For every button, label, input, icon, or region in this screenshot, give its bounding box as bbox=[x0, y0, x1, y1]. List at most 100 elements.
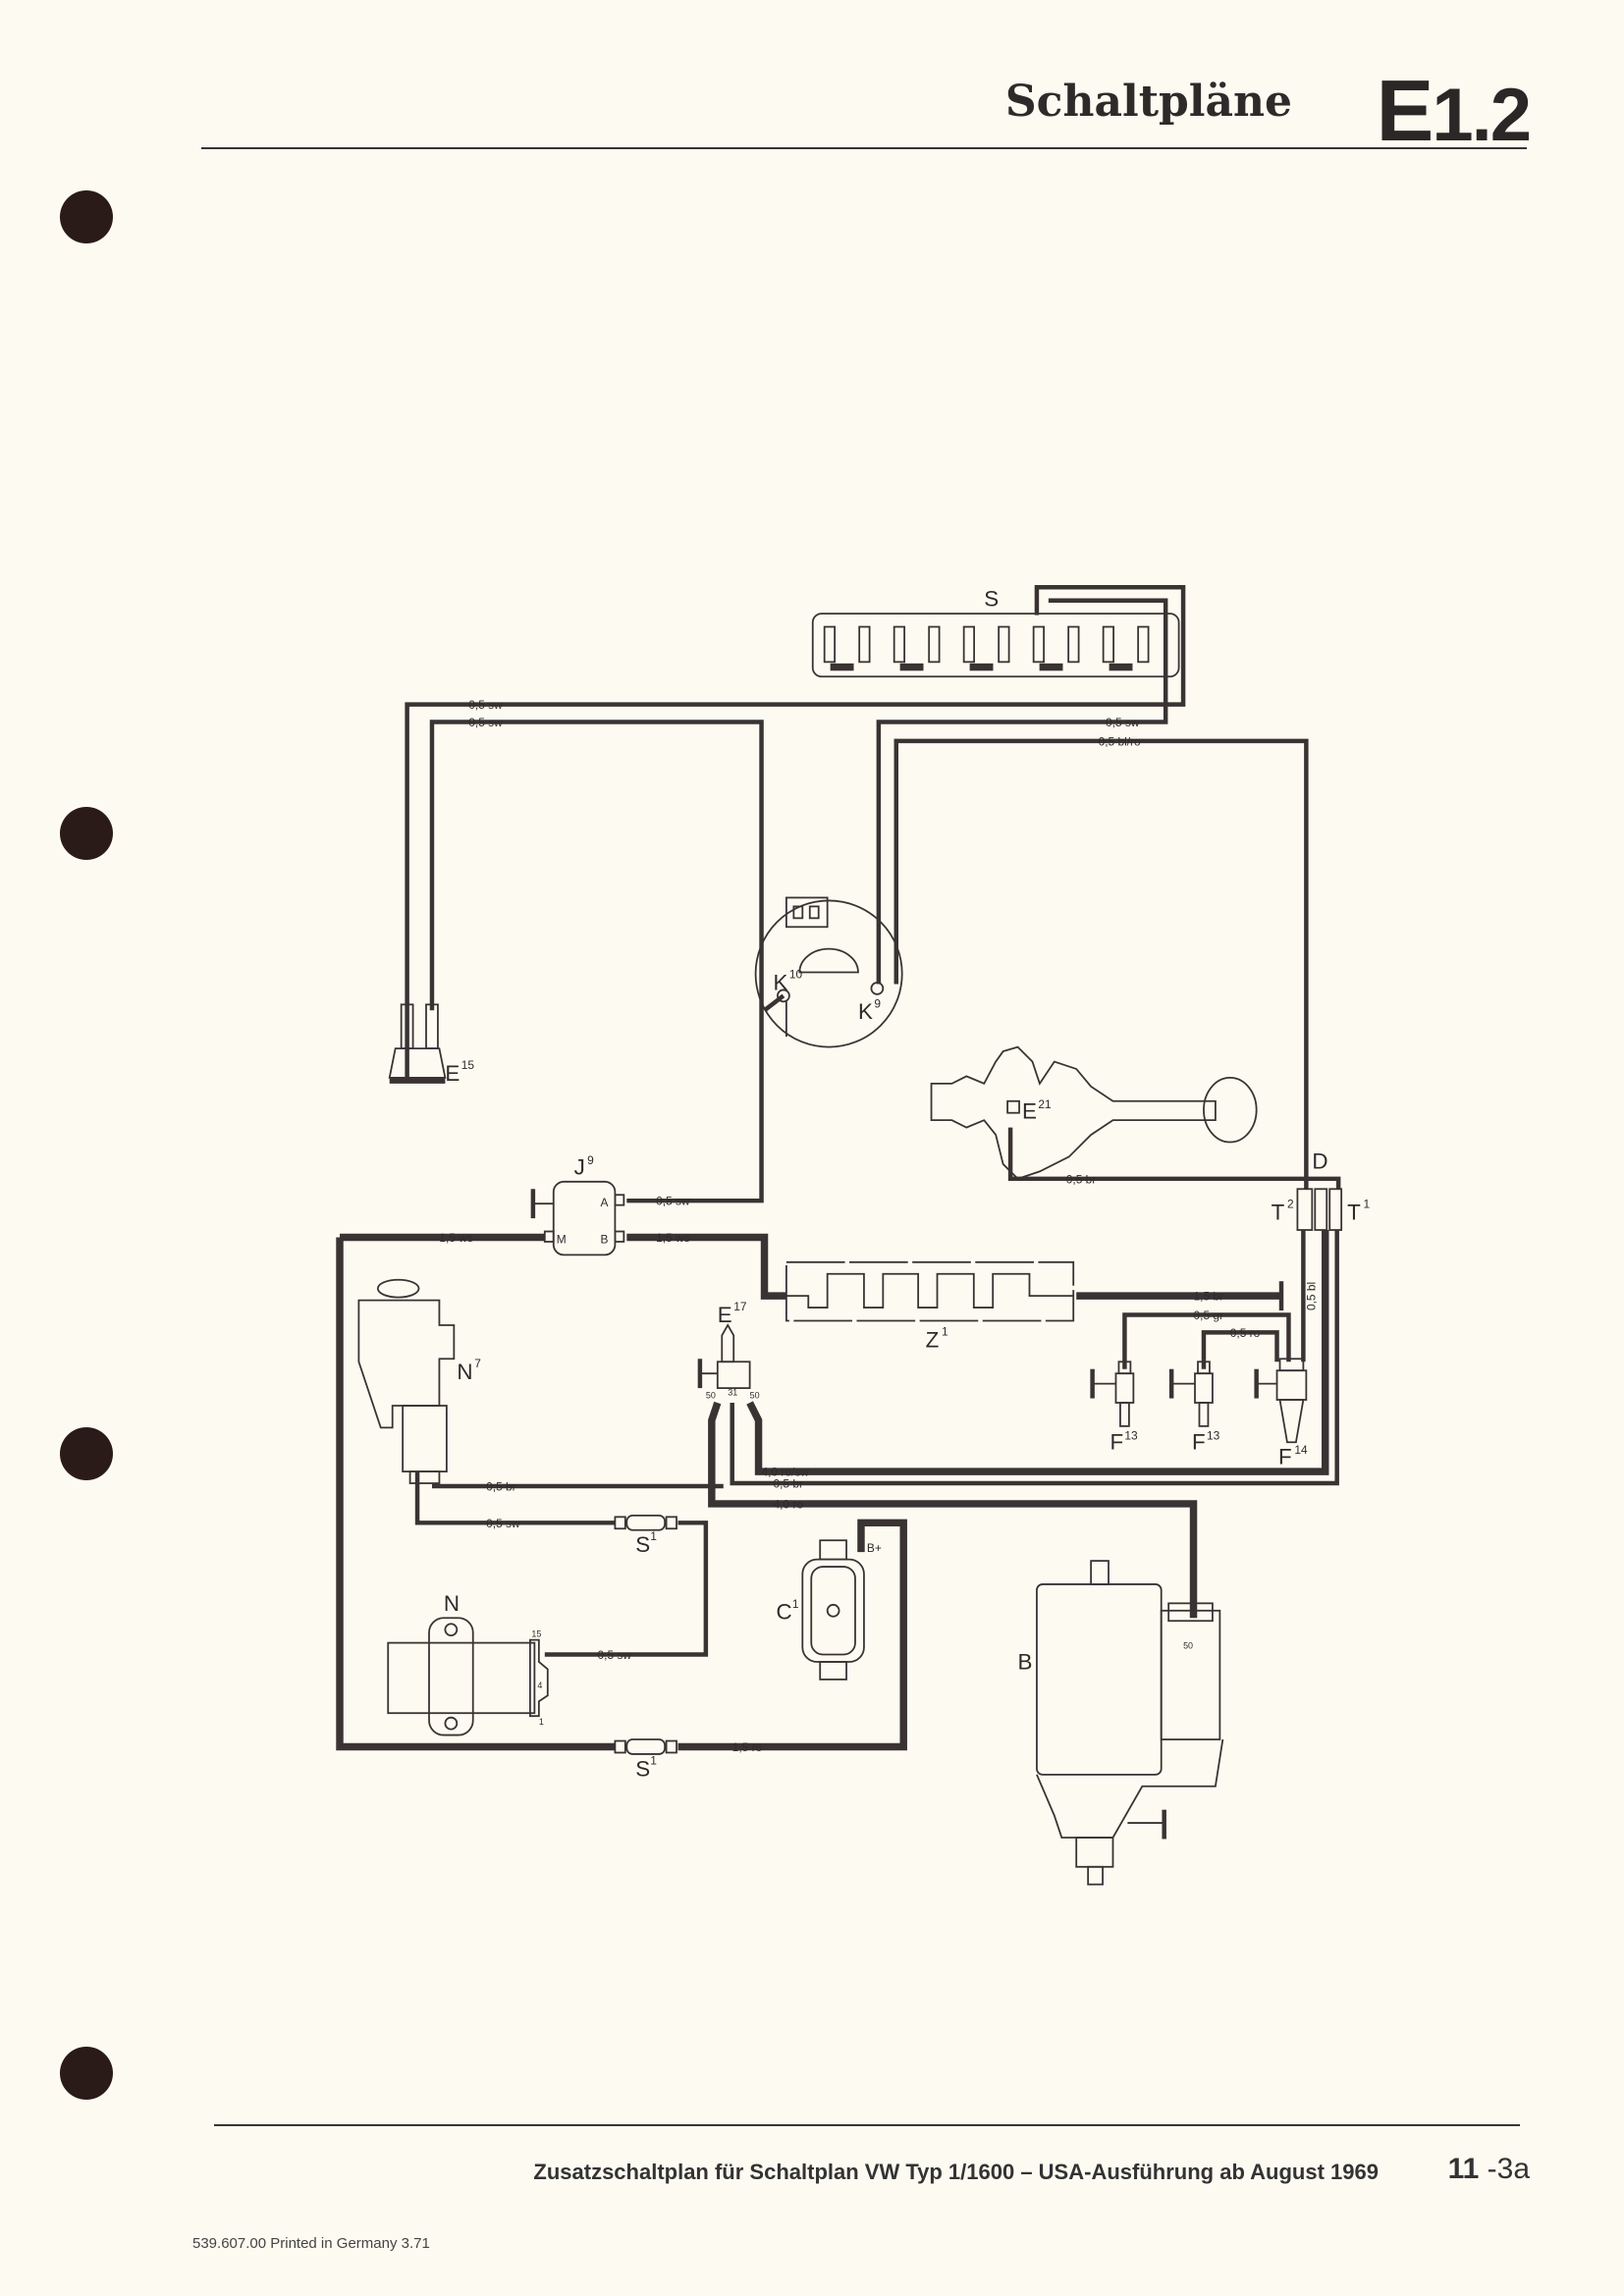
label-sup: 9 bbox=[587, 1153, 594, 1167]
label-n7: N bbox=[457, 1360, 472, 1384]
wire-label: 0,5 sw bbox=[656, 1195, 690, 1208]
fuse bbox=[1102, 625, 1114, 664]
fuse bbox=[1032, 625, 1045, 664]
section-code-letter: E bbox=[1376, 62, 1435, 159]
relay-j9: J 9 A B M bbox=[530, 1153, 625, 1256]
wire-label: 4,0 ro/sw bbox=[762, 1466, 810, 1479]
punch-hole bbox=[60, 1427, 113, 1480]
ignition-coil-n: N 15 4 1 bbox=[387, 1591, 549, 1736]
terminal-b: B bbox=[600, 1232, 608, 1246]
label-sup: 13 bbox=[1124, 1428, 1138, 1442]
label-sup: 21 bbox=[1038, 1097, 1052, 1111]
wire-17 bbox=[414, 1471, 616, 1525]
label-sup: 14 bbox=[1294, 1443, 1308, 1457]
fuse-s1-lower: S 1 bbox=[614, 1738, 677, 1781]
label-j9: J bbox=[574, 1154, 585, 1179]
label-sup: 1 bbox=[1364, 1198, 1371, 1211]
label-n: N bbox=[444, 1591, 460, 1616]
fuse bbox=[1067, 625, 1080, 664]
wire-2 bbox=[429, 720, 764, 1203]
heater-z1: Z 1 bbox=[785, 1260, 1075, 1352]
wire-label: 0,5 sw bbox=[598, 1648, 632, 1662]
starter-b: B 50 bbox=[1018, 1560, 1224, 1886]
switch-e21: E 21 bbox=[930, 1045, 1258, 1180]
wire-label: 4,0 ro bbox=[773, 1497, 803, 1511]
fuse-bridge bbox=[830, 663, 854, 671]
label-t1: T bbox=[1347, 1201, 1361, 1225]
footer-title: Zusatzschaltplan für Schaltplan VW Typ 1… bbox=[533, 2160, 1379, 2184]
switch-e17: E 17 50 31 50 bbox=[697, 1300, 760, 1401]
sender-f14: F 14 bbox=[1254, 1358, 1308, 1469]
wire-14 bbox=[730, 1230, 1339, 1486]
section-code: E1.2 bbox=[1376, 61, 1532, 161]
terminal-4: 4 bbox=[537, 1681, 542, 1690]
terminal-50: 50 bbox=[1183, 1641, 1193, 1651]
wire-3 bbox=[876, 598, 1168, 985]
wire-label: 1,5 ws bbox=[439, 1231, 472, 1245]
label-sup: 1 bbox=[942, 1324, 948, 1338]
terminal-1: 1 bbox=[539, 1717, 544, 1727]
punch-hole bbox=[60, 807, 113, 860]
wire-label: 0,5 ro bbox=[1230, 1326, 1261, 1340]
label-s: S bbox=[984, 587, 999, 612]
wire-label: 0,5 br bbox=[1066, 1172, 1097, 1186]
wire-1 bbox=[405, 585, 1186, 1081]
wire-label: 0,5 gr bbox=[1194, 1308, 1224, 1322]
wire-5 bbox=[1007, 1127, 1341, 1190]
label-e17: E bbox=[718, 1303, 732, 1327]
fuse bbox=[893, 625, 906, 664]
print-note: 539.607.00 Printed in Germany 3.71 bbox=[192, 2235, 430, 2252]
header-rule bbox=[201, 147, 1527, 149]
label-s1: S bbox=[635, 1756, 650, 1781]
section-code-number: 1.2 bbox=[1432, 74, 1532, 157]
page-number-major: 11 bbox=[1447, 2153, 1480, 2185]
wire-4 bbox=[893, 738, 1309, 1190]
fuse-s1-upper: S 1 bbox=[614, 1514, 677, 1557]
wire-label: 1,5 ws bbox=[656, 1231, 689, 1245]
sender-f13-1: F 13 bbox=[1090, 1361, 1138, 1455]
section-title: Schaltpläne bbox=[1004, 77, 1292, 127]
label-s1: S bbox=[635, 1532, 650, 1557]
footer-rule bbox=[214, 2124, 1520, 2126]
terminal-m: M bbox=[557, 1232, 567, 1246]
label-sup: 15 bbox=[461, 1058, 475, 1072]
wire-label: 0,5 sw bbox=[468, 716, 503, 729]
fuse-bridge bbox=[969, 663, 994, 671]
label-sup: 13 bbox=[1207, 1428, 1220, 1442]
regulator-c1: C 1 B+ bbox=[776, 1539, 882, 1681]
wire-label: 1,5 ro bbox=[732, 1740, 763, 1754]
label-sup: 10 bbox=[789, 967, 803, 981]
label-e15: E bbox=[445, 1061, 460, 1086]
fuse-bridge bbox=[1039, 663, 1063, 671]
label-d: D bbox=[1312, 1148, 1327, 1173]
label-k10: K bbox=[773, 970, 787, 994]
terminal-bplus: B+ bbox=[867, 1541, 882, 1555]
label-f13: F bbox=[1192, 1430, 1206, 1455]
label-sup: 2 bbox=[1287, 1198, 1294, 1211]
wire-19 bbox=[677, 1519, 907, 1751]
wire-label: 0,5 bl/ro bbox=[1099, 734, 1141, 748]
label-sup: 1 bbox=[792, 1597, 799, 1611]
fuse bbox=[1137, 625, 1150, 664]
fuse bbox=[823, 625, 837, 664]
wire-label: 0,5 bl bbox=[1304, 1282, 1318, 1310]
wire-10 bbox=[1122, 1312, 1291, 1369]
terminal-50: 50 bbox=[750, 1391, 760, 1401]
wire-label: 0,5 sw bbox=[1106, 716, 1140, 729]
label-sup: 9 bbox=[874, 996, 881, 1010]
fuse bbox=[858, 625, 871, 664]
label-f14: F bbox=[1278, 1445, 1292, 1469]
label-k9: K bbox=[858, 999, 873, 1024]
punch-hole bbox=[60, 190, 113, 243]
terminal-31: 31 bbox=[728, 1388, 737, 1398]
valve-n7: N 7 bbox=[357, 1278, 481, 1484]
terminal-15: 15 bbox=[531, 1629, 541, 1639]
punch-hole bbox=[60, 2047, 113, 2100]
label-sup: 1 bbox=[650, 1753, 657, 1767]
wire-label: 0,5 sw bbox=[468, 698, 503, 712]
wire-label: 0,5 sw bbox=[486, 1517, 520, 1530]
terminal-50: 50 bbox=[706, 1391, 716, 1401]
label-z1: Z bbox=[926, 1327, 940, 1352]
